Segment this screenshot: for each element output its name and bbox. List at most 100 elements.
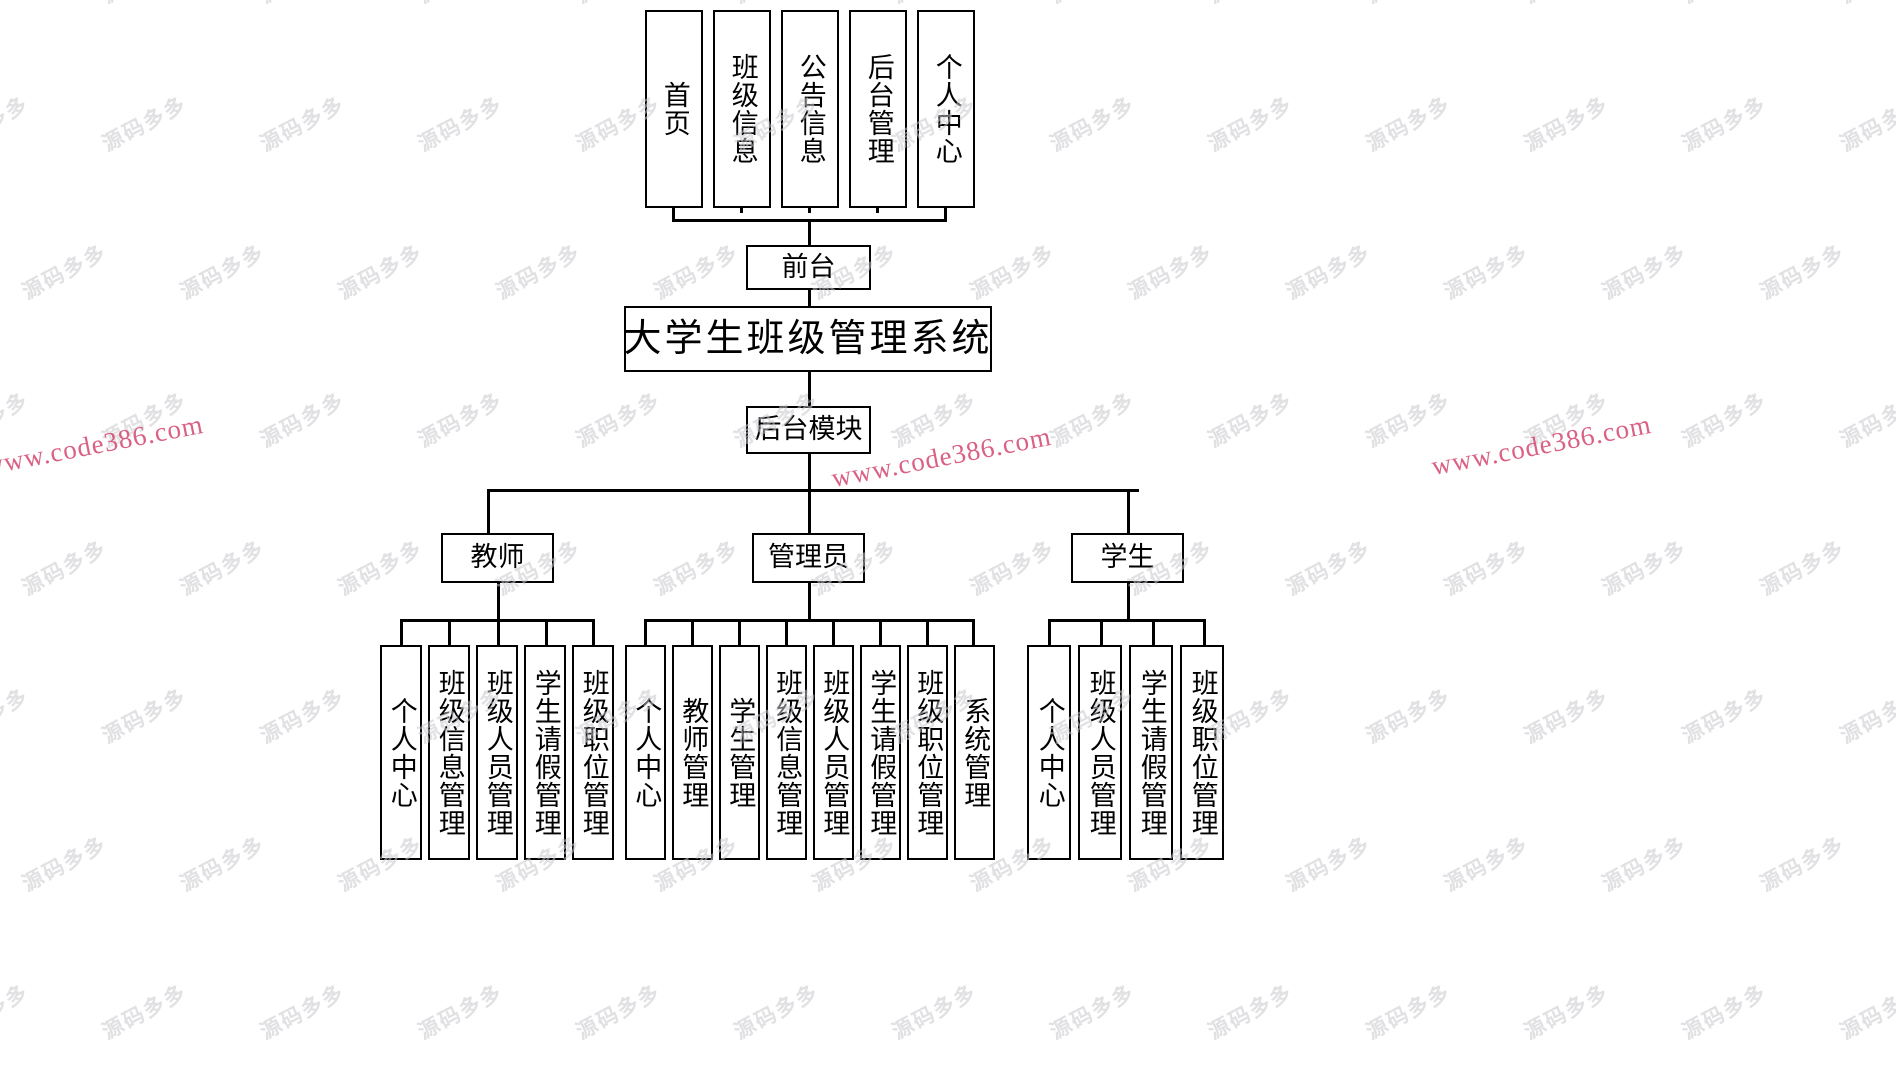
watermark-text: 源码多多 (1520, 92, 1613, 157)
leaf-box-student-1[interactable]: 班级人员管理 (1078, 645, 1122, 860)
connector-role-0-drop (487, 489, 490, 534)
frontend-item-box-2[interactable]: 公告信息 (781, 10, 839, 208)
connector-admin-leaf-0 (644, 619, 647, 646)
watermark-text: 源码多多 (888, 388, 981, 453)
leaf-label-teacher-3: 学生请假管理 (530, 668, 561, 837)
frontend-node-box[interactable]: 前台 (746, 245, 871, 290)
frontend-item-box-4[interactable]: 个人中心 (917, 10, 975, 208)
frontend-item-box-3[interactable]: 后台管理 (849, 10, 907, 208)
watermark-text: 源码多多 (256, 388, 349, 453)
connector-teacher-leaf-2 (497, 619, 500, 646)
connector-qiantai-to-root (808, 290, 811, 307)
role-label-admin: 管理员 (768, 542, 849, 573)
watermark-text: 源码多多 (256, 980, 349, 1045)
connector-frontend-0-stem (672, 208, 675, 222)
watermark-text: 源码多多 (0, 388, 33, 453)
frontend-item-label-1: 班级信息 (727, 53, 758, 165)
watermark-text: 源码多多 (334, 240, 427, 305)
leaf-label-admin-7: 系统管理 (960, 696, 991, 809)
root-node-box[interactable]: 大学生班级管理系统 (624, 306, 992, 372)
leaf-label-student-1: 班级人员管理 (1085, 668, 1116, 837)
leaf-box-admin-2[interactable]: 学生管理 (719, 645, 760, 860)
leaf-label-admin-1: 教师管理 (678, 696, 709, 809)
watermark-text: 源码多多 (492, 240, 585, 305)
watermark-text: 源码多多 (98, 980, 191, 1045)
watermark-text: 源码多多 (98, 388, 191, 453)
connector-student-leaf-1 (1100, 619, 1103, 646)
role-label-teacher: 教师 (470, 542, 525, 573)
frontend-node-label: 前台 (781, 251, 836, 282)
watermark-text: 源码多多 (1598, 832, 1691, 897)
watermark-text: 源码多多 (1834, 0, 1896, 10)
leaf-label-admin-4: 班级人员管理 (819, 668, 850, 837)
leaf-box-teacher-2[interactable]: 班级人员管理 (476, 645, 518, 860)
watermark-text: 源码多多 (728, 0, 823, 10)
watermark-text: 源码多多 (1836, 388, 1896, 453)
leaf-box-admin-4[interactable]: 班级人员管理 (813, 645, 854, 860)
watermark-text: 源码多多 (1678, 92, 1771, 157)
connector-student-stem (1127, 583, 1130, 620)
leaf-label-admin-3: 班级信息管理 (772, 668, 803, 837)
leaf-label-admin-0: 个人中心 (631, 696, 662, 809)
leaf-box-student-3[interactable]: 班级职位管理 (1180, 645, 1224, 860)
connector-role-1-drop (808, 489, 811, 534)
watermark-text: 源码多多 (650, 240, 743, 305)
connector-frontend-to-qiantai (808, 219, 811, 246)
connector-student-leaf-2 (1152, 619, 1155, 646)
watermark-text: 源码多多 (18, 832, 111, 897)
connector-student-bus (1048, 619, 1205, 622)
watermark-text: 源码多多 (1204, 92, 1297, 157)
watermark-text: 源码多多 (412, 0, 507, 10)
connector-admin-leaf-1 (691, 619, 694, 646)
leaf-box-admin-1[interactable]: 教师管理 (672, 645, 713, 860)
leaf-label-admin-5: 学生请假管理 (866, 668, 897, 837)
watermark-text: 源码多多 (1836, 980, 1896, 1045)
backend-node-label: 后台模块 (754, 414, 863, 445)
frontend-item-label-0: 首页 (659, 81, 690, 137)
leaf-box-teacher-3[interactable]: 学生请假管理 (524, 645, 566, 860)
watermark-text: 源码多多 (96, 0, 191, 10)
leaf-box-admin-6[interactable]: 班级职位管理 (907, 645, 948, 860)
leaf-box-admin-0[interactable]: 个人中心 (625, 645, 666, 860)
watermark-text: 源码多多 (966, 240, 1059, 305)
role-box-student[interactable]: 学生 (1071, 533, 1184, 583)
leaf-box-student-0[interactable]: 个人中心 (1027, 645, 1071, 860)
connector-backend-stem (808, 454, 811, 490)
connector-teacher-leaf-4 (592, 619, 595, 646)
watermark-text: 源码多多 (1046, 92, 1139, 157)
leaf-box-admin-5[interactable]: 学生请假管理 (860, 645, 901, 860)
leaf-box-student-2[interactable]: 学生请假管理 (1129, 645, 1173, 860)
connector-frontend-2-stem (808, 208, 811, 213)
leaf-box-admin-7[interactable]: 系统管理 (954, 645, 995, 860)
leaf-box-admin-3[interactable]: 班级信息管理 (766, 645, 807, 860)
leaf-box-teacher-4[interactable]: 班级职位管理 (572, 645, 614, 860)
watermark-text: 源码多多 (1598, 536, 1691, 601)
connector-teacher-stem (497, 583, 500, 620)
connector-teacher-leaf-1 (448, 619, 451, 646)
watermark-text: 源码多多 (1282, 240, 1375, 305)
frontend-item-label-2: 公告信息 (795, 53, 826, 165)
leaf-box-teacher-1[interactable]: 班级信息管理 (428, 645, 470, 860)
watermark-text: 源码多多 (0, 684, 33, 749)
leaf-box-teacher-0[interactable]: 个人中心 (380, 645, 422, 860)
watermark-text: 源码多多 (650, 536, 743, 601)
watermark-text: 源码多多 (886, 0, 981, 10)
role-box-admin[interactable]: 管理员 (752, 533, 865, 583)
role-box-teacher[interactable]: 教师 (441, 533, 554, 583)
watermark-text: 源码多多 (1518, 0, 1613, 10)
leaf-label-teacher-1: 班级信息管理 (434, 668, 465, 837)
leaf-label-student-3: 班级职位管理 (1187, 668, 1218, 837)
watermark-text: 源码多多 (414, 388, 507, 453)
watermark-text: 源码多多 (0, 0, 34, 10)
watermark-text: 源码多多 (1360, 0, 1455, 10)
watermark-text: 源码多多 (18, 240, 111, 305)
watermark-text: 源码多多 (1282, 536, 1375, 601)
frontend-item-box-0[interactable]: 首页 (645, 10, 703, 208)
watermark-text: 源码多多 (1676, 0, 1771, 10)
watermark-text: 源码多多 (256, 684, 349, 749)
watermark-text: 源码多多 (1044, 0, 1139, 10)
frontend-item-box-1[interactable]: 班级信息 (713, 10, 771, 208)
watermark-text: 源码多多 (730, 980, 823, 1045)
watermark-url: www.code386.com (0, 408, 206, 482)
backend-node-box[interactable]: 后台模块 (746, 406, 871, 454)
